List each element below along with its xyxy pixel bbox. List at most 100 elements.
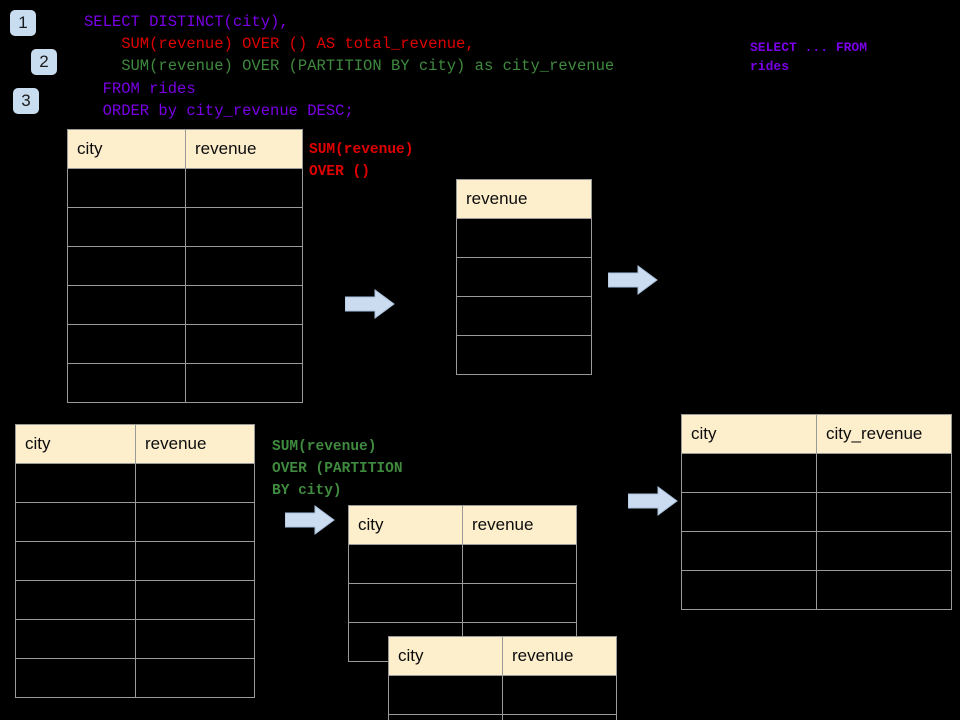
table-cell-city <box>67 285 186 325</box>
column-header-revenue: revenue <box>502 636 617 676</box>
table-cell-city <box>15 580 136 620</box>
step-badge-3[interactable]: 3 <box>13 88 39 114</box>
table-row <box>681 570 952 610</box>
table-cell-revenue <box>502 675 617 715</box>
table-cell-city <box>348 583 463 623</box>
table-row <box>67 168 303 208</box>
table-cell-city <box>681 570 817 610</box>
table-row <box>348 544 577 584</box>
sql-line-select-distinct: SELECT DISTINCT(city), <box>84 13 289 31</box>
sidenote-select-from-rides: SELECT ... FROM rides <box>750 40 868 74</box>
column-header-city: city <box>15 424 136 464</box>
table-cell-revenue <box>135 502 255 542</box>
table-row <box>388 675 617 715</box>
table-cell-revenue <box>185 168 303 208</box>
table-cell-city <box>15 502 136 542</box>
table-row <box>67 285 303 325</box>
arrow-source-to-total-icon <box>344 288 395 320</box>
table-header-row: city revenue <box>348 505 577 545</box>
column-header-city: city <box>348 505 463 545</box>
sql-line-from: FROM rides <box>84 80 196 98</box>
column-header-city: city <box>681 414 817 454</box>
table-row <box>15 658 255 698</box>
table-row <box>388 714 617 720</box>
table-cell-revenue <box>135 619 255 659</box>
column-header-revenue: revenue <box>456 179 592 219</box>
annotation-city-revenue: SUM(revenue) OVER (PARTITION BY city) <box>272 439 403 499</box>
column-header-city: city <box>67 129 186 169</box>
table-cell-revenue <box>462 544 577 584</box>
table-row <box>15 619 255 659</box>
table-row <box>67 207 303 247</box>
table-row <box>456 335 592 375</box>
table-row <box>15 580 255 620</box>
table-row <box>15 463 255 503</box>
sql-line-order-by: ORDER by city_revenue DESC; <box>84 102 354 120</box>
table-cell-city <box>67 363 186 403</box>
table-row <box>681 531 952 571</box>
table-cell-revenue <box>135 463 255 503</box>
table-header-row: city city_revenue <box>681 414 952 454</box>
table-header-row: revenue <box>456 179 592 219</box>
table-result: city city_revenue <box>681 414 952 610</box>
table-row <box>456 296 592 336</box>
table-cell-city <box>15 541 136 581</box>
table-row <box>681 453 952 493</box>
table-row <box>348 583 577 623</box>
table-cell-city <box>67 207 186 247</box>
table-source-top: city revenue <box>67 129 303 403</box>
table-cell-city <box>67 168 186 208</box>
table-cell-revenue <box>185 207 303 247</box>
table-cell-city <box>15 658 136 698</box>
arrow-partition-to-result-icon <box>627 485 678 517</box>
table-cell-city <box>681 492 817 532</box>
table-cell-city <box>388 675 503 715</box>
annotation-total-revenue: SUM(revenue) OVER () <box>309 142 414 180</box>
table-total-revenue: revenue <box>456 179 592 375</box>
table-cell-revenue <box>135 541 255 581</box>
table-cell-city <box>388 714 503 720</box>
step-badge-1[interactable]: 1 <box>10 10 36 36</box>
table-cell-city-revenue <box>816 492 952 532</box>
table-cell-revenue <box>185 246 303 286</box>
table-cell-revenue <box>135 580 255 620</box>
column-header-revenue: revenue <box>185 129 303 169</box>
table-cell-revenue <box>456 296 592 336</box>
table-row <box>67 324 303 364</box>
table-cell-city <box>348 544 463 584</box>
table-source-bottom: city revenue <box>15 424 255 698</box>
table-cell-revenue <box>462 583 577 623</box>
table-partition-front: city revenue <box>388 636 617 720</box>
arrow-total-to-result-icon <box>607 264 658 296</box>
table-cell-revenue <box>135 658 255 698</box>
table-cell-city-revenue <box>816 531 952 571</box>
column-header-revenue: revenue <box>462 505 577 545</box>
step-badge-2[interactable]: 2 <box>31 49 57 75</box>
table-cell-city-revenue <box>816 453 952 493</box>
table-cell-revenue <box>185 324 303 364</box>
column-header-city: city <box>388 636 503 676</box>
table-row <box>67 363 303 403</box>
sql-line-city-revenue: SUM(revenue) OVER (PARTITION BY city) as… <box>84 57 615 75</box>
table-row <box>15 541 255 581</box>
arrow-source-to-partition-icon <box>284 504 335 536</box>
column-header-revenue: revenue <box>135 424 255 464</box>
column-header-city-revenue: city_revenue <box>816 414 952 454</box>
table-cell-city-revenue <box>816 570 952 610</box>
table-row <box>456 218 592 258</box>
table-cell-city <box>67 246 186 286</box>
table-cell-revenue <box>456 257 592 297</box>
table-row <box>456 257 592 297</box>
table-cell-revenue <box>185 285 303 325</box>
table-cell-city <box>15 463 136 503</box>
table-header-row: city revenue <box>388 636 617 676</box>
table-cell-city <box>681 453 817 493</box>
table-cell-revenue <box>456 218 592 258</box>
table-row <box>681 492 952 532</box>
table-header-row: city revenue <box>15 424 255 464</box>
table-cell-revenue <box>456 335 592 375</box>
table-cell-revenue <box>185 363 303 403</box>
table-cell-city <box>67 324 186 364</box>
table-cell-revenue <box>502 714 617 720</box>
